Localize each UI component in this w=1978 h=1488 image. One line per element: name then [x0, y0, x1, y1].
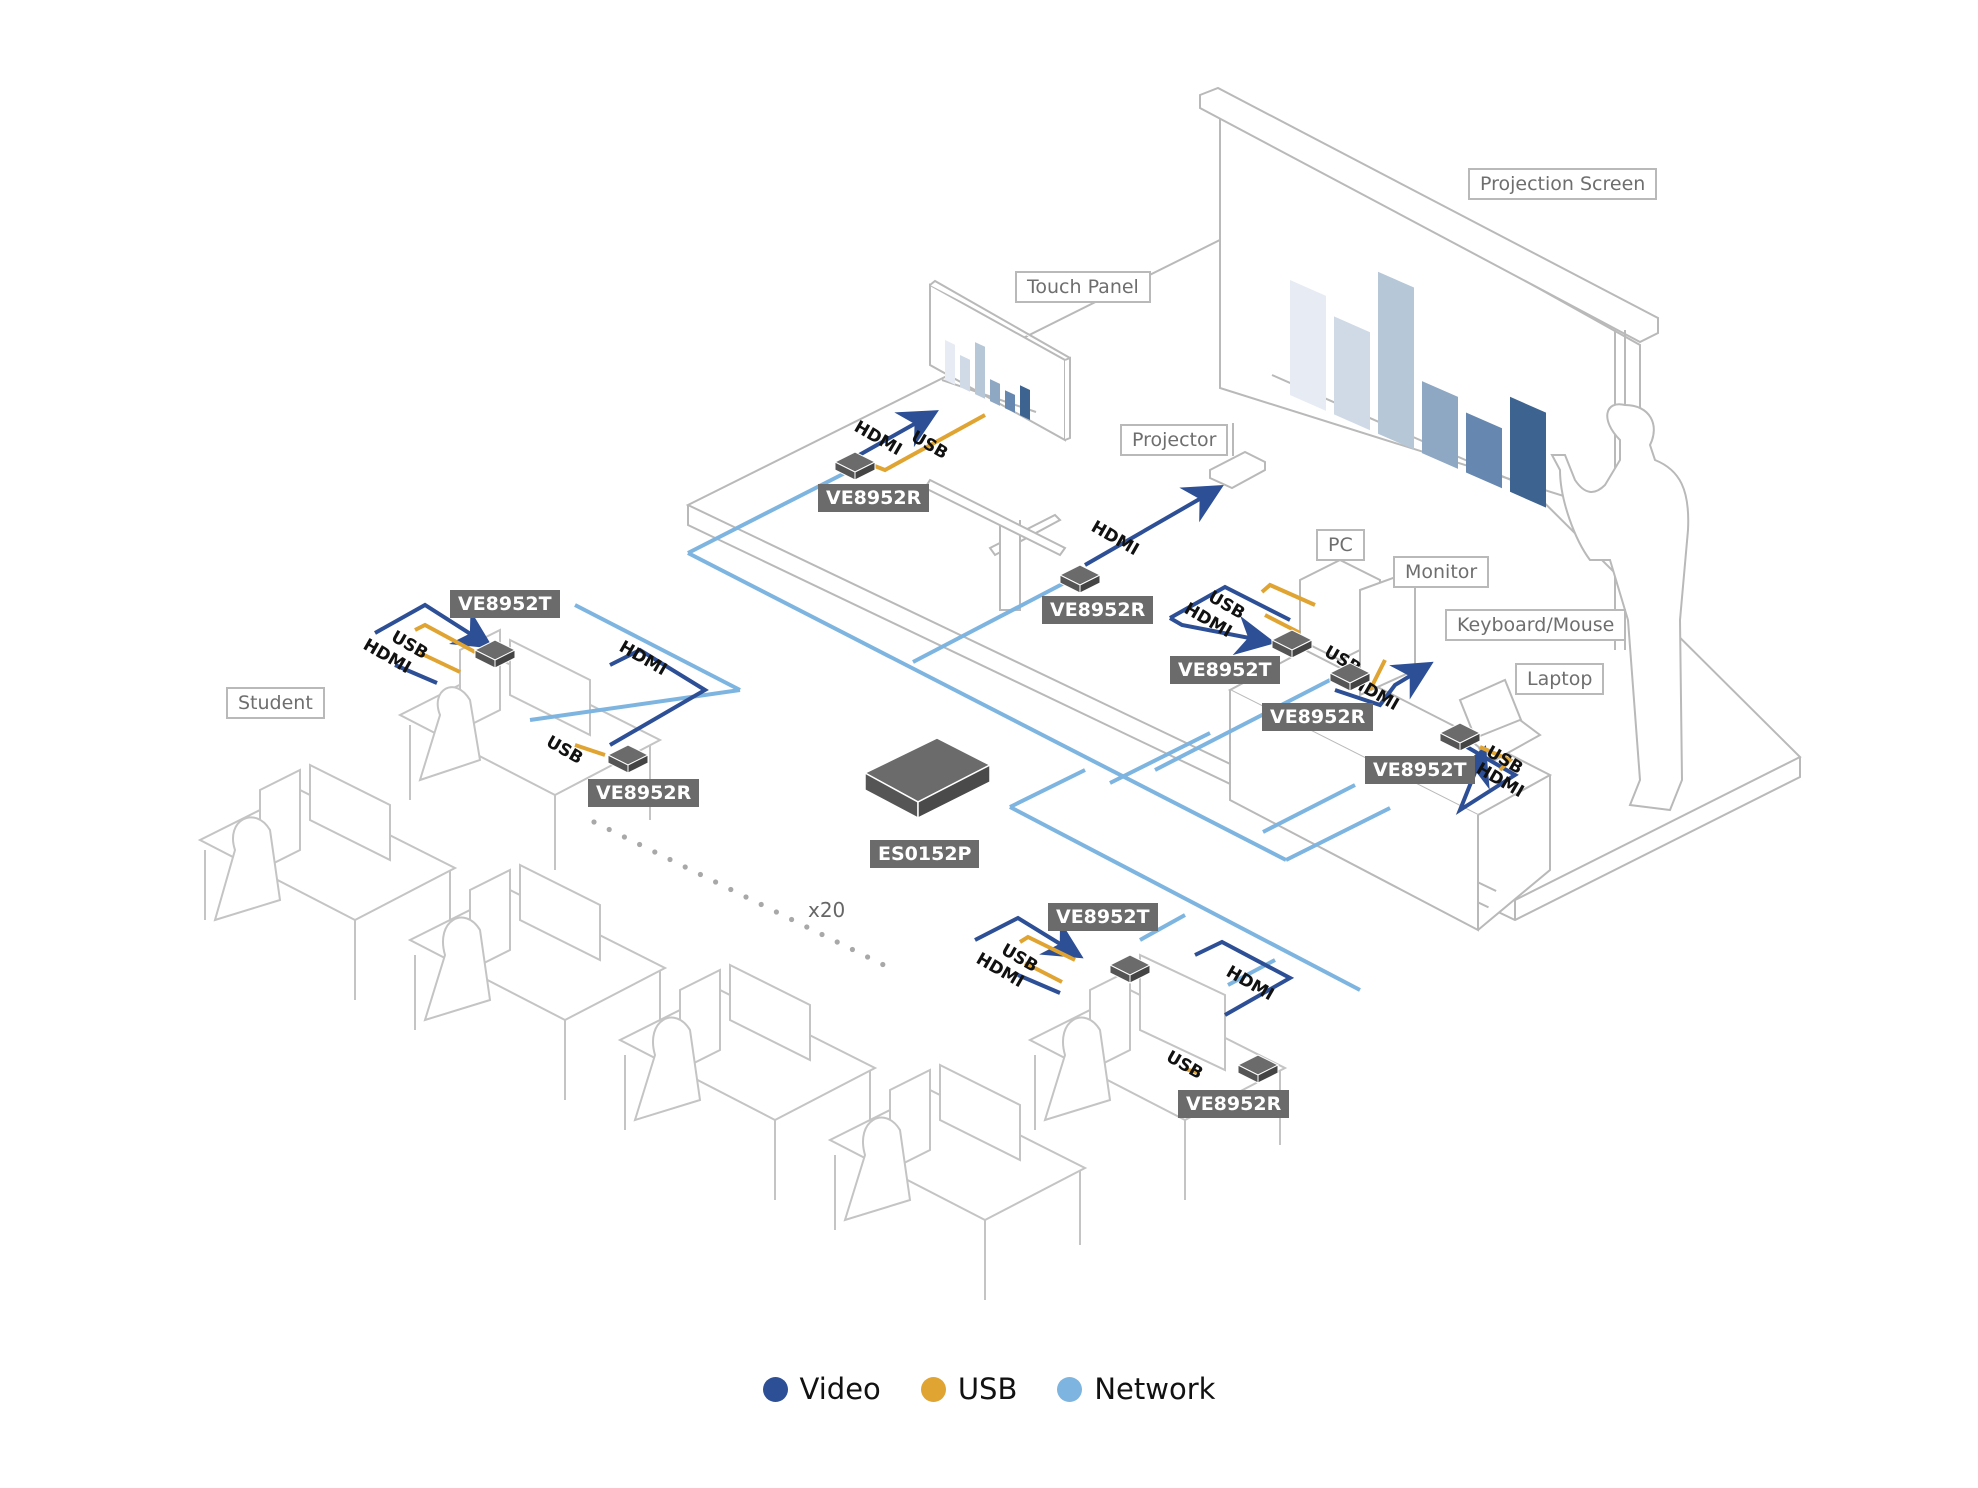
- callout-keyboard-mouse: Keyboard/Mouse: [1445, 609, 1627, 641]
- repeat-dot: [697, 871, 704, 878]
- bar: [975, 342, 985, 399]
- callout-touch-panel: Touch Panel: [1015, 271, 1151, 303]
- tag-student20-receiver: VE8952R: [1178, 1090, 1290, 1118]
- projector-device: [1209, 423, 1266, 490]
- repeat-dot: [591, 819, 597, 825]
- repeat-dot: [637, 841, 643, 848]
- extender-boxes: [473, 451, 1482, 1084]
- repeat-dot: [713, 879, 719, 885]
- repeat-dot: [804, 924, 810, 930]
- extender-touch-panel-receiver[interactable]: [833, 451, 877, 481]
- extender-laptop-transmitter[interactable]: [1438, 722, 1482, 752]
- bar: [1020, 385, 1030, 420]
- legend-item-usb: USB: [920, 1372, 1018, 1406]
- repeat-dot: [621, 834, 628, 840]
- bar: [990, 379, 1000, 406]
- bar: [1378, 271, 1414, 450]
- bar: [1510, 396, 1546, 508]
- extender-student1-receiver[interactable]: [606, 744, 650, 774]
- tag-monitor-receiver: VE8952R: [1262, 703, 1374, 731]
- repeat-dot: [880, 961, 886, 968]
- extender-monitor-receiver[interactable]: [1328, 662, 1372, 692]
- tag-projector-receiver: VE8952R: [1042, 596, 1154, 624]
- callout-projector: Projector: [1120, 424, 1229, 456]
- tag-student1-transmitter: VE8952T: [450, 590, 560, 618]
- bar: [1466, 412, 1502, 489]
- repeat-dot: [743, 894, 749, 900]
- legend-dot-usb: [920, 1376, 946, 1402]
- repeat-dot: [819, 931, 825, 938]
- student-desk-1: [397, 628, 663, 870]
- bar: [1290, 280, 1326, 411]
- network-cables: [529, 471, 1391, 992]
- touch-panel-display: [923, 279, 1071, 611]
- repeat-dot: [789, 916, 795, 923]
- tag-laptop-transmitter: VE8952T: [1365, 756, 1475, 784]
- callout-laptop: Laptop: [1515, 663, 1605, 695]
- student-desk-2: [197, 763, 458, 1000]
- student-multiplier: x20: [808, 898, 846, 922]
- legend-dot-video: [762, 1376, 788, 1402]
- callout-projection-screen: Projection Screen: [1468, 168, 1658, 200]
- cable-label-hdmi: HDMI: [616, 637, 671, 680]
- legend-label-video: Video: [799, 1372, 881, 1406]
- video-cables: [374, 410, 1519, 1017]
- extender-student20-transmitter[interactable]: [1108, 954, 1152, 984]
- bar: [1422, 381, 1458, 469]
- repeat-dot: [773, 909, 780, 915]
- tag-pc-transmitter: VE8952T: [1170, 656, 1280, 684]
- student-desks: [197, 628, 1288, 1300]
- extender-student1-transmitter[interactable]: [473, 639, 517, 669]
- teacher-figure: [1550, 403, 1690, 812]
- repeat-dot: [728, 886, 734, 893]
- tag-student1-receiver: VE8952R: [588, 779, 700, 807]
- repeat-dot: [849, 946, 856, 953]
- student-desk-5: [827, 1063, 1088, 1300]
- switch-device[interactable]: [863, 737, 992, 820]
- callout-monitor: Monitor: [1393, 556, 1490, 588]
- legend: Video USB Network: [0, 1372, 1978, 1406]
- repeat-dot: [652, 849, 658, 855]
- repeat-dot: [667, 856, 673, 863]
- repeat-dot: [758, 901, 764, 908]
- tag-student20-transmitter: VE8952T: [1048, 903, 1158, 931]
- repeat-dot: [834, 939, 840, 945]
- student-desk-3: [407, 863, 668, 1100]
- usb-cables: [414, 413, 1514, 1075]
- repeat-dot: [865, 954, 871, 960]
- legend-label-usb: USB: [957, 1372, 1018, 1406]
- legend-dot-network: [1057, 1376, 1083, 1402]
- bar: [945, 340, 955, 385]
- extender-projector-receiver[interactable]: [1058, 564, 1102, 594]
- bar: [960, 355, 970, 392]
- bar: [1005, 390, 1015, 413]
- bar: [1334, 316, 1370, 431]
- student-desk-20: [1027, 953, 1288, 1200]
- screen-bar-chart: [1290, 271, 1546, 508]
- legend-item-video: Video: [762, 1372, 881, 1406]
- repeat-dot: [606, 826, 612, 833]
- tag-switch: ES0152P: [870, 840, 980, 868]
- student-desk-4: [617, 963, 878, 1200]
- legend-item-network: Network: [1057, 1372, 1215, 1406]
- projection-screen: [1199, 86, 1659, 650]
- extender-pc-transmitter[interactable]: [1270, 629, 1314, 659]
- student-repeat-dots: [591, 819, 886, 968]
- callout-pc: PC: [1316, 529, 1365, 561]
- tag-touch-panel-receiver: VE8952R: [818, 484, 930, 512]
- touch-panel-bar-chart: [945, 340, 1030, 420]
- legend-label-network: Network: [1094, 1372, 1216, 1406]
- extender-student20-receiver[interactable]: [1236, 1054, 1280, 1084]
- repeat-dot: [682, 864, 688, 870]
- callout-student: Student: [226, 687, 325, 719]
